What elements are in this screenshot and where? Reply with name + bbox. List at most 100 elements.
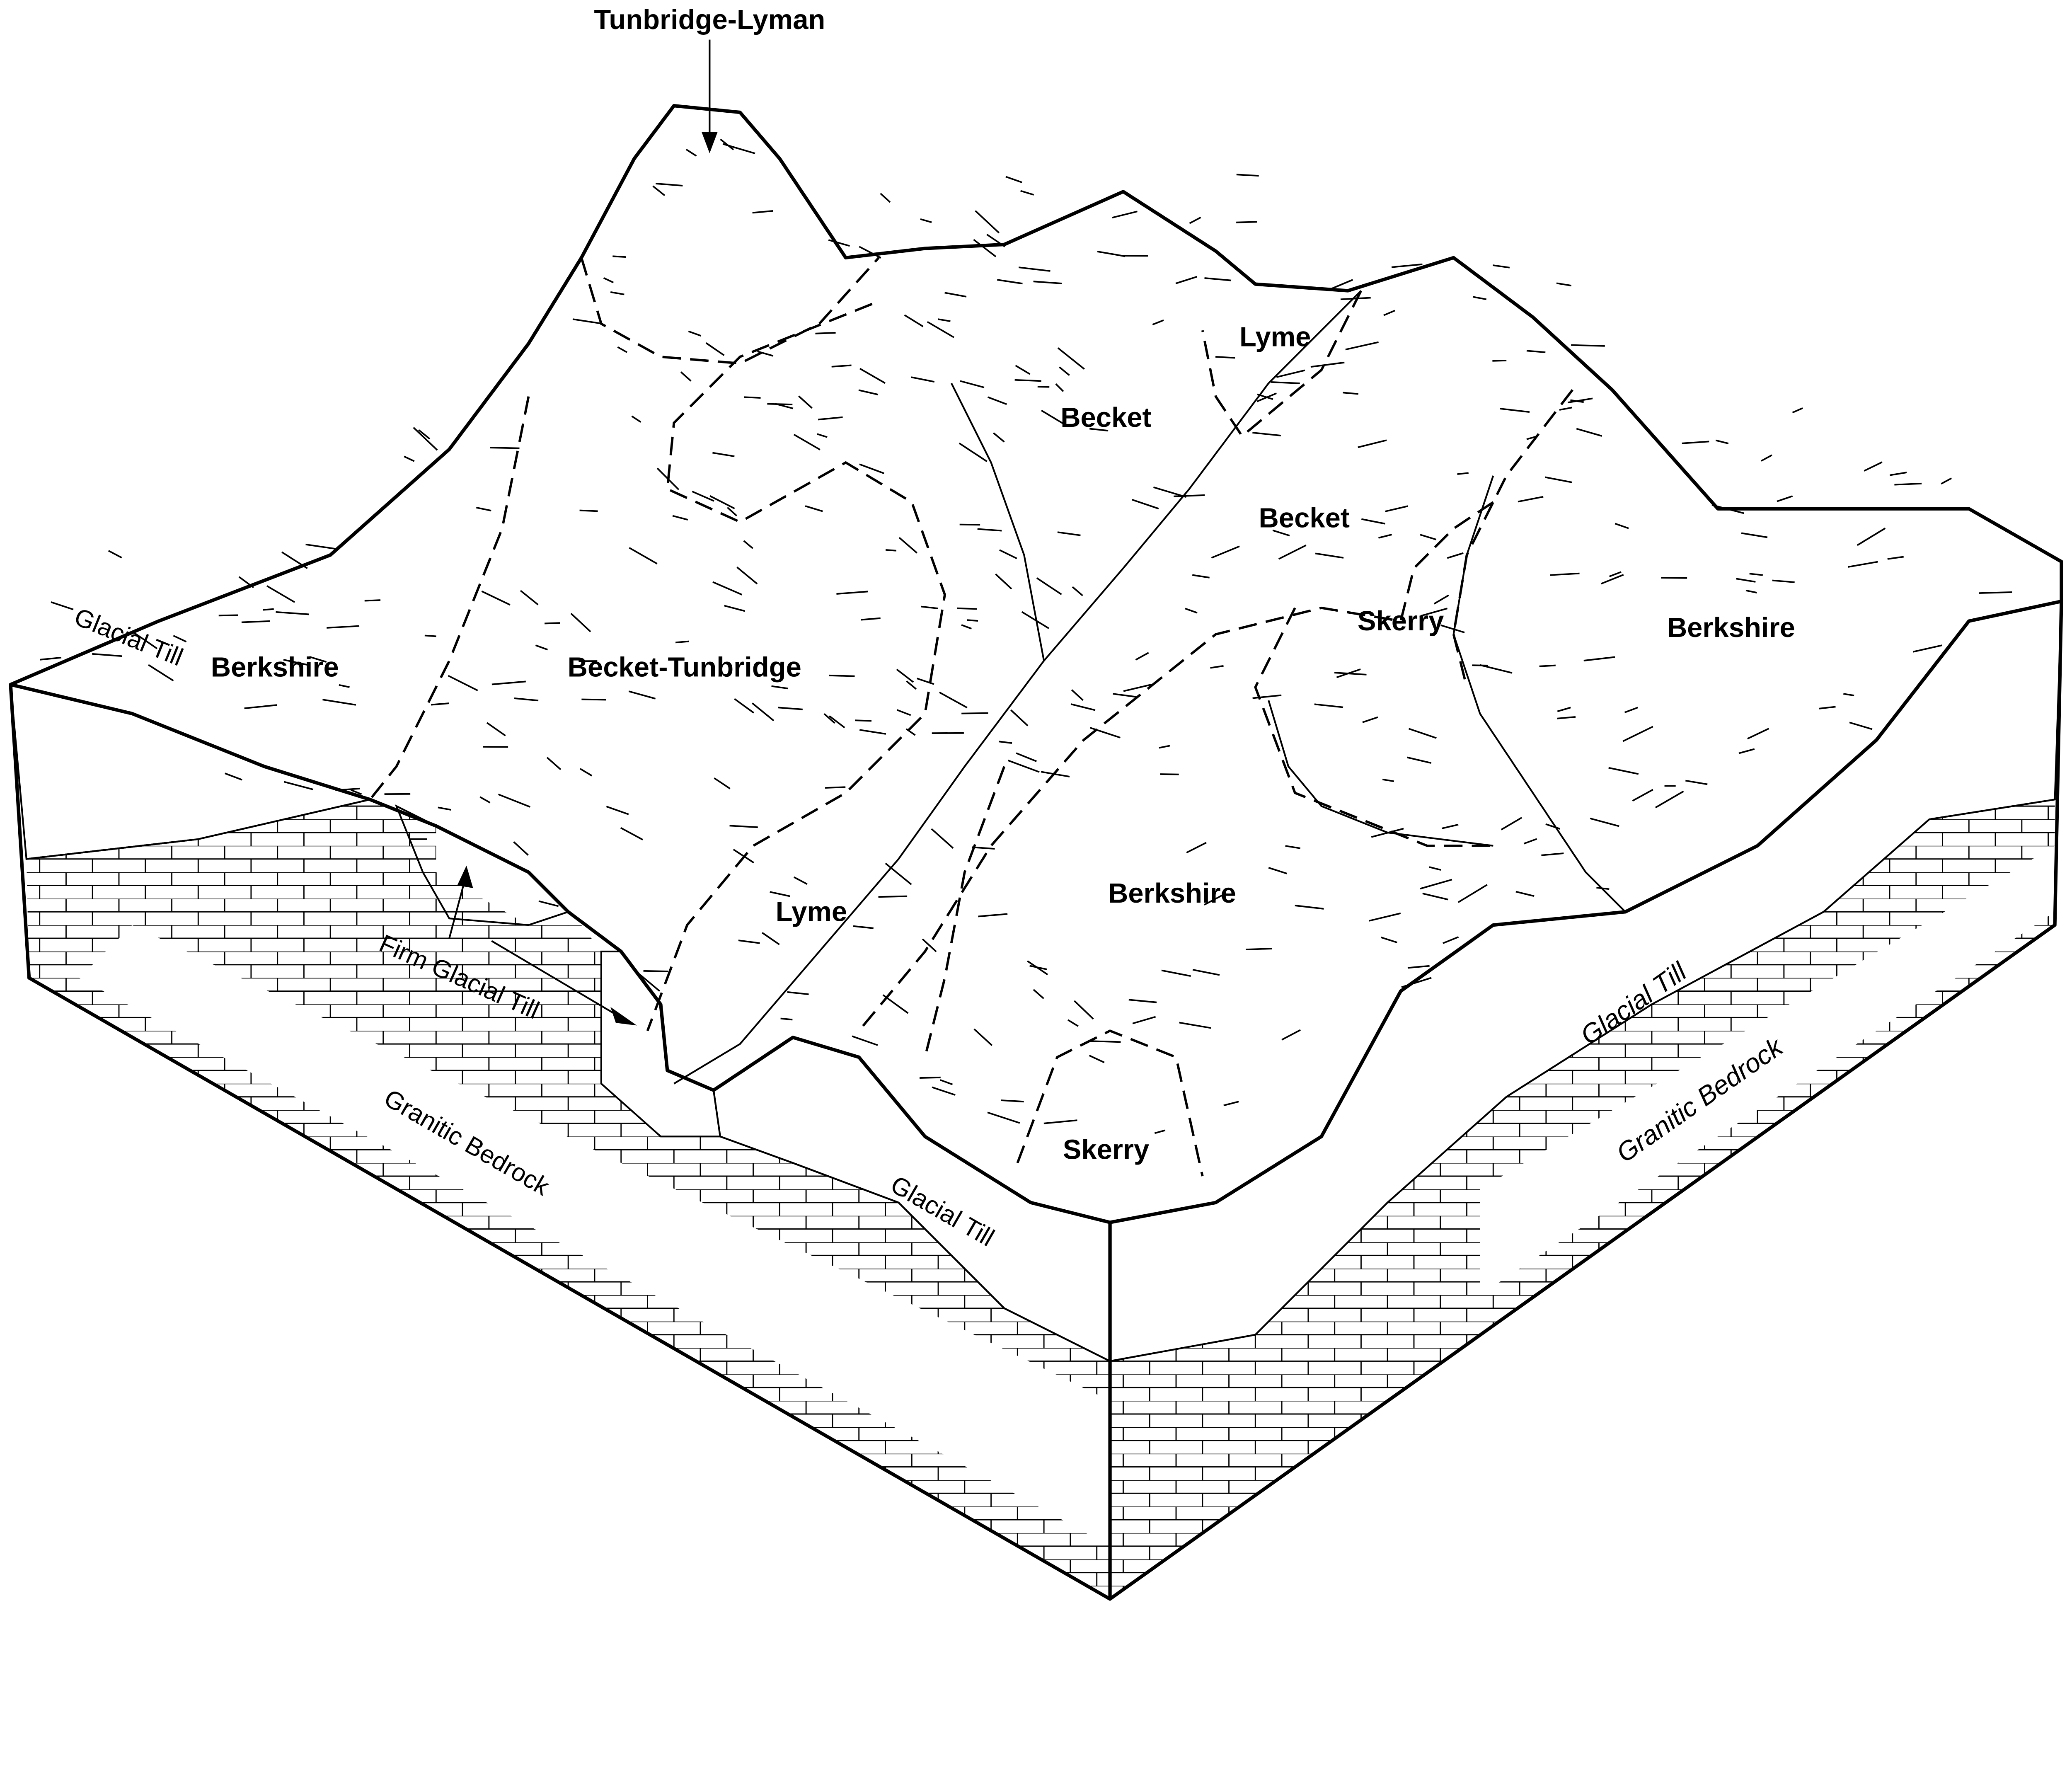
hachure-stroke [1557,716,1576,719]
hachure-stroke [859,463,884,475]
hachure-stroke [1041,409,1069,428]
hachure-stroke [263,608,274,611]
label-berkshire-left: Berkshire [211,652,339,683]
hachure-stroke [855,719,872,722]
hachure-stroke [1153,486,1187,498]
hachure-stroke [1361,518,1385,525]
hachure-stroke [973,1028,993,1046]
hachure-stroke [931,828,954,849]
hachure-stroke [652,185,666,196]
hachure-stroke [685,149,697,157]
hachure-stroke [631,415,641,423]
hachure-stroke [1369,912,1401,922]
hachure-stroke [1057,347,1085,370]
hachure-stroke [656,467,680,490]
hachure-stroke [1407,965,1430,969]
hachure-stroke [1285,845,1301,849]
soil-boundaries [369,257,1573,1177]
hachure-stroke [448,675,478,691]
hachure-stroke [1792,407,1803,414]
hachure-stroke [1185,608,1198,614]
hachure-stroke [1441,823,1459,829]
hachure-stroke [709,495,735,509]
hachure-stroke [1541,852,1564,856]
hachure-stroke [859,246,881,259]
hachure-stroke [1715,439,1729,445]
hachure-stroke [612,255,626,258]
hachure-stroke [986,234,1005,247]
hachure-stroke [335,787,360,791]
hachure-stroke [1334,672,1367,676]
hachure-stroke [635,970,661,992]
hachure-stroke [1057,531,1081,536]
hachure-stroke [1391,263,1423,268]
hachure-stroke [1682,441,1709,444]
hachure-stroke [714,777,731,789]
hachure-stroke [967,619,978,622]
hachure-stroke [998,741,1012,744]
hachure-stroke [744,396,761,399]
hachure-stroke [1132,499,1159,510]
hachure-stroke [1070,703,1096,711]
hachure-stroke [736,567,758,585]
hachure-stroke [823,713,835,724]
hachure-stroke [1211,545,1240,559]
hachure-stroke [775,403,794,409]
hachure-stroke [853,925,874,929]
hachure-stroke [413,427,438,451]
hachure-stroke [885,549,897,552]
hachure-stroke [1033,989,1044,999]
hachure-stroke [498,793,531,808]
hachure-stroke [993,432,1005,443]
hachure-stroke [972,846,995,850]
hachure-stroke [1550,572,1580,576]
hachure-stroke [957,607,977,610]
hachure-stroke [1526,435,1538,440]
hachure-stroke [1772,579,1795,583]
hachure-stroke [1215,356,1235,359]
hachure-stroke [1420,879,1452,890]
hachure-stroke [793,876,808,885]
hachure-stroke [1383,310,1395,316]
arrows [448,39,718,1026]
hachure-stroke [727,507,738,517]
hachure-stroke [1889,472,1907,476]
hachure-stroke [815,332,836,334]
hachure-stroke [1358,439,1387,448]
hachure-stroke [738,940,760,944]
hachure-stroke [1154,1129,1166,1134]
hachure-stroke [973,239,997,257]
hachure-stroke [825,786,846,789]
hachure-stroke [322,699,356,706]
hachure-stroke [1941,477,1952,485]
label-skerry-mid: Skerry [1358,605,1444,637]
hachure-stroke [961,712,988,714]
hachure-stroke [906,680,917,690]
hachure-stroke [1457,472,1469,475]
hachure-stroke [1819,706,1836,709]
hachure-stroke [1175,276,1197,284]
hachure-stroke [581,698,606,701]
hachure-stroke [911,376,935,383]
hachure-stroke [1738,748,1755,754]
hachure-stroke [1010,709,1029,726]
hachure-stroke [1655,790,1684,809]
hachure-stroke [1570,399,1584,403]
hachure-stroke [1179,1022,1211,1029]
hachure-stroke [404,455,415,462]
hachure-stroke [1381,936,1398,944]
hachure-stroke [675,640,689,644]
hachure-stroke [283,659,309,666]
hachure-stroke [836,591,868,595]
hachure-stroke [620,827,643,840]
hachure-stroke [920,218,932,223]
hachure-stroke [1343,392,1358,395]
hachure-stroke [1090,1040,1121,1043]
hachure-stroke [1059,366,1070,376]
hachure-stroke [1276,369,1305,378]
hachure-stroke [1135,652,1149,661]
hachure-stroke [1420,534,1437,540]
hachure-stroke [917,678,934,685]
hachure-stroke [831,364,852,368]
hachure-stroke [351,789,362,795]
